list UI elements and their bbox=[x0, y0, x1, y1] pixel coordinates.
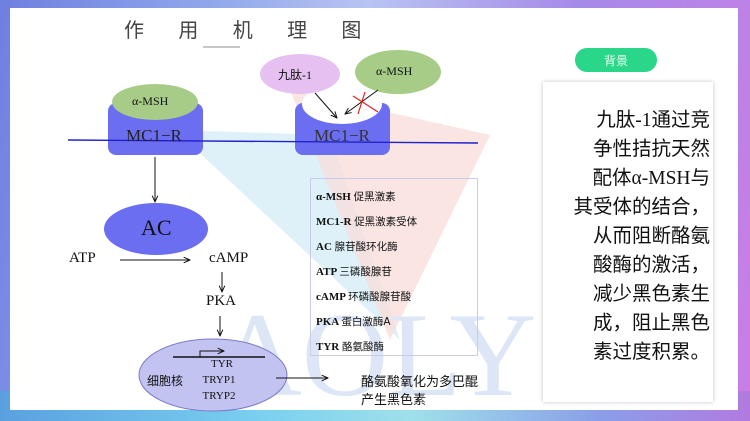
ac-label: AC bbox=[141, 215, 172, 240]
legend-item: PKA 蛋白激酶A bbox=[316, 314, 391, 329]
atp-label: ATP bbox=[69, 250, 96, 266]
legend-abbr: TYR bbox=[316, 341, 340, 353]
description-line: 减少黑色素生 bbox=[592, 284, 710, 305]
competitor-label: 九肽-1 bbox=[278, 68, 312, 82]
legend-item: α-MSH 促黑激素 bbox=[316, 189, 396, 204]
legend-item: TYR 酪氨酸酶 bbox=[316, 339, 384, 354]
right-receptor-label: MC1−R bbox=[314, 126, 370, 145]
outcome-line-1: 酪氨酸氧化为多巴醌 bbox=[361, 375, 479, 390]
description-line: 争性拮抗天然 bbox=[592, 139, 710, 160]
legend-desc: 酪氨酸酶 bbox=[341, 341, 384, 353]
legend-abbr: MC1-R bbox=[316, 216, 352, 228]
abbreviation-legend: α-MSH 促黑激素 MC1-R 促黑激素受体 AC 腺苷酸环化酶 ATP 三磷… bbox=[310, 178, 478, 356]
gene-tryp1: TRYP1 bbox=[202, 374, 236, 386]
title-underline bbox=[203, 46, 240, 48]
block-cross-line-2 bbox=[357, 91, 366, 115]
legend-item: cAMP 环磷酸腺苷酸 bbox=[316, 289, 411, 304]
description-line: 九肽-1通过竞 bbox=[596, 110, 710, 131]
legend-item: MC1-R 促黑激素受体 bbox=[316, 214, 417, 229]
legend-desc: 环磷酸腺苷酸 bbox=[348, 291, 412, 303]
left-ligand-alpha-msh bbox=[112, 84, 198, 120]
pka-label: PKA bbox=[206, 293, 237, 309]
left-receptor-label: MC1−R bbox=[126, 126, 182, 145]
background-description: 九肽-1通过竞 争性拮抗天然 配体α-MSH与 其受体的结合， 从而阻断酪氨 酸… bbox=[546, 106, 710, 367]
legend-desc: 促黑激素受体 bbox=[354, 216, 418, 228]
legend-abbr: AC bbox=[316, 241, 332, 253]
legend-abbr: PKA bbox=[316, 316, 339, 328]
legend-desc: 三磷酸腺苷 bbox=[339, 266, 392, 278]
left-ligand-label: α-MSH bbox=[132, 94, 169, 108]
gene-tyr: TYR bbox=[211, 358, 233, 370]
legend-abbr: cAMP bbox=[316, 291, 346, 303]
right-ligand-label: α-MSH bbox=[376, 64, 413, 78]
description-line: 酸酶的激活， bbox=[592, 255, 710, 276]
ac-enzyme bbox=[104, 203, 208, 255]
outcome-line-2: 产生黑色素 bbox=[361, 393, 427, 408]
right-receptor-pocket bbox=[302, 84, 382, 124]
gene-tryp2: TRYP2 bbox=[202, 390, 236, 402]
legend-item: ATP 三磷酸腺苷 bbox=[316, 264, 392, 279]
page-title: 作 用 机 理 图 bbox=[124, 18, 376, 42]
legend-abbr: α-MSH bbox=[316, 191, 351, 203]
cell-membrane-line bbox=[67, 139, 479, 144]
transcription-start-arrow bbox=[199, 351, 224, 357]
description-line: 从而阻断酪氨 bbox=[592, 226, 710, 247]
description-line: 其受体的结合， bbox=[573, 197, 710, 218]
description-line: 素过度积累。 bbox=[592, 342, 710, 363]
legend-desc: 蛋白激酶A bbox=[341, 316, 391, 328]
description-line: 成，阻止黑色 bbox=[592, 313, 710, 334]
background-text-box bbox=[543, 82, 713, 402]
legend-item: AC 腺苷酸环化酶 bbox=[316, 239, 398, 254]
camp-label: cAMP bbox=[209, 250, 249, 266]
legend-abbr: ATP bbox=[316, 266, 337, 278]
legend-desc: 促黑激素 bbox=[353, 191, 396, 203]
right-ligand-alpha-msh bbox=[355, 50, 441, 94]
competitor-binding-arrow bbox=[314, 92, 337, 118]
competitor-nonapeptide bbox=[260, 54, 340, 94]
block-cross-line-1 bbox=[352, 95, 379, 113]
legend-desc: 腺苷酸环化酶 bbox=[334, 241, 398, 253]
nucleus-label: 细胞核 bbox=[147, 374, 184, 388]
background-badge[interactable]: 背景 bbox=[575, 48, 657, 72]
description-line: 配体α-MSH与 bbox=[592, 168, 710, 189]
